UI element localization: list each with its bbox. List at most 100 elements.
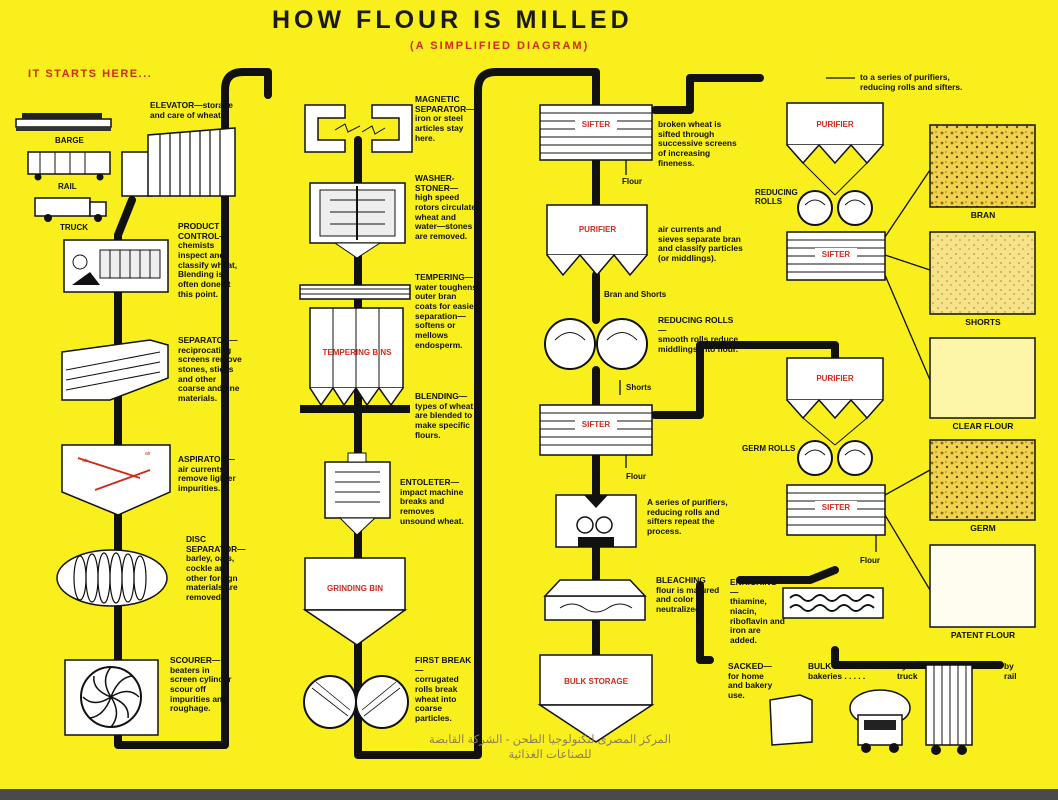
reducing-rolls-title: REDUCING ROLLS—: [658, 315, 734, 335]
washer-stoner-icon: [309, 182, 406, 259]
page-subtitle: (A SIMPLIFIED DIAGRAM): [410, 40, 590, 52]
truck-icon: [34, 197, 107, 222]
bulk-storage-icon: [537, 654, 655, 743]
purifier-top-icon: [786, 102, 884, 196]
rail-car-delivery-icon: [925, 664, 973, 755]
sifter-2-icon: [539, 404, 653, 456]
elevator-icon: [121, 127, 236, 197]
svg-text:air: air: [145, 451, 151, 457]
aspirator-icon: air air: [61, 444, 171, 516]
aspirator-title: ASPIRATOR—: [178, 454, 235, 464]
disc-separator-text: barley, oats, cockle and other foreign m…: [186, 553, 238, 602]
separator-text: reciprocating screens remove stones, sti…: [178, 344, 242, 403]
reducing-rolls-icon: [544, 318, 648, 370]
enriching-text: thiamine, niacin, riboflavin and iron ar…: [730, 596, 785, 645]
entoleter-icon: [324, 452, 391, 536]
tempering-title: TEMPERING—: [415, 272, 474, 282]
purifier-1-icon: [546, 204, 648, 277]
product-label-bran: BRAN: [970, 210, 996, 220]
sack-icon: [769, 694, 813, 746]
series-caption: A series of purifiers, reducing rolls an…: [647, 497, 728, 536]
sifter-1-label: SIFTER: [581, 120, 611, 129]
washer-title: WASHER-STONER—: [415, 173, 459, 193]
sifter-low-icon: [786, 484, 886, 536]
product-label-germ: GERM: [970, 523, 996, 533]
elevator-title: ELEVATOR: [150, 100, 195, 110]
germ-sample: [929, 439, 1036, 521]
product-control-icon: [63, 239, 169, 293]
entoleter-text: impact machine breaks and removes unsoun…: [400, 486, 464, 526]
washer-caption: WASHER-STONER—high speed rotors circulat…: [415, 173, 477, 242]
tempering-bins-label: TEMPERING BINS: [322, 348, 392, 357]
truck-label: TRUCK: [60, 223, 88, 232]
flour-1-label: Flour: [622, 177, 642, 186]
tempering-text: water toughens outer bran coats for easi…: [415, 281, 477, 350]
product-control-title: PRODUCT CONTROL—: [178, 221, 228, 241]
elevator-text: —storage and care of wheat.: [150, 100, 233, 120]
footer-bar: [0, 789, 1058, 800]
rail-label: RAIL: [58, 182, 77, 191]
bulk-storage-label: BULK STORAGE: [564, 677, 628, 686]
blending-caption: BLENDING—types of wheat are blended to m…: [415, 391, 477, 440]
enriching-caption: ENRICHING—thiamine, niacin, riboflavin a…: [730, 577, 785, 646]
sifter-1-icon: [539, 104, 653, 161]
scourer-caption: SCOURER—beaters in screen cylinder scour…: [170, 655, 234, 714]
start-label: IT STARTS HERE...: [28, 68, 153, 80]
sifter-mid-icon: [786, 231, 886, 281]
bleaching-title: BLEACHING: [656, 575, 706, 585]
purifier-mid-icon: [786, 357, 884, 446]
disc-separator-caption: DISC SEPARATOR—barley, oats, cockle and …: [186, 534, 248, 603]
page-title: HOW FLOUR IS MILLED: [272, 6, 633, 34]
sifter-2-label: SIFTER: [581, 420, 611, 429]
sacked-caption: SACKED—for home and bakery use.: [728, 661, 778, 701]
first-break-rolls-icon: [303, 675, 409, 729]
purifier-1-caption: air currents and sieves separate bran an…: [658, 224, 743, 263]
elevator-caption: ELEVATOR—storage and care of wheat.: [150, 100, 240, 120]
grinding-bin-icon: [302, 557, 408, 646]
entoleter-caption: ENTOLETER—impact machine breaks and remo…: [400, 477, 472, 526]
separator-icon: [61, 339, 169, 401]
disc-separator-icon: [56, 549, 168, 607]
purifier-1-label: PURIFIER: [578, 225, 617, 234]
magnetic-text: iron or steel articles stay here.: [415, 113, 464, 143]
product-label-clear-flour: CLEAR FLOUR: [952, 421, 1014, 431]
grinding-bin-label: GRINDING BIN: [327, 584, 383, 593]
bleaching-text: flour is matured and color neutralized.: [656, 584, 720, 614]
rail-car-icon: [27, 151, 111, 181]
barge-icon: [15, 113, 112, 131]
repeat-process-icon: [555, 494, 637, 548]
svg-text:air: air: [82, 458, 88, 464]
purifier-mid-label: PURIFIER: [816, 374, 854, 383]
aspirator-text: air currents remove lighter impurities.: [178, 463, 236, 493]
bran-sample: [929, 124, 1036, 208]
bleaching-icon: [543, 579, 647, 621]
blending-title: BLENDING—: [415, 391, 468, 401]
by-truck-caption: by truck: [897, 661, 918, 681]
reducing-rolls-caption: REDUCING ROLLS—smooth rolls reduce middl…: [658, 315, 740, 355]
separator-title: SEPARATOR—: [178, 335, 238, 345]
shorts-sample: [929, 231, 1036, 315]
magnetic-separator-icon: [304, 104, 413, 153]
scourer-title: SCOURER—: [170, 655, 221, 665]
flour-2-label: Flour: [626, 472, 646, 481]
reducing-rolls-side-text: REDUCING ROLLS: [755, 188, 798, 207]
enriching-title: ENRICHING—: [730, 577, 777, 597]
blending-text: types of wheat are blended to make speci…: [415, 400, 474, 440]
bulk-delivery-caption: BULK DELIVERY to bakeries . . . . .: [808, 661, 886, 681]
separator-caption: SEPARATOR—reciprocating screens remove s…: [178, 335, 242, 404]
delivery-truck-icon: [849, 689, 911, 753]
washer-text: high speed rotors circulate wheat and wa…: [415, 192, 476, 241]
germ-rolls-icon: [797, 440, 873, 476]
product-label-shorts: SHORTS: [965, 317, 1001, 327]
sifter-1-caption: broken wheat is sifted through successiv…: [658, 119, 737, 168]
reducing-rolls-text: smooth rolls reduce middlings into flour…: [658, 334, 739, 354]
product-control-caption: PRODUCT CONTROL—chemists inspect and cla…: [178, 221, 242, 299]
sacked-text: for home and bakery use.: [728, 670, 773, 700]
sifter-low-label: SIFTER: [821, 503, 851, 512]
tempering-bins-icon: [300, 307, 410, 413]
patent-flour-sample: [929, 544, 1036, 628]
thin-arrows: [619, 77, 931, 591]
bran-shorts-label: Bran and Shorts: [604, 290, 667, 299]
